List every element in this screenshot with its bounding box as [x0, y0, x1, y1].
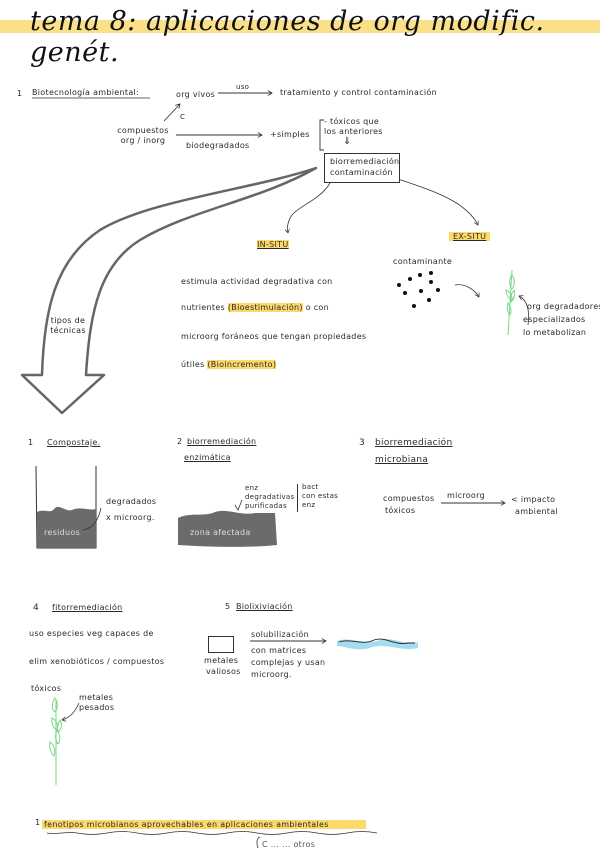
ex-situ-heading: EX-SITU — [449, 232, 491, 241]
title-highlight — [0, 20, 600, 33]
technique-3-number: 3 — [359, 438, 366, 448]
c-arrow — [163, 104, 180, 122]
water-band — [337, 639, 418, 650]
technique-5-number: 5 — [225, 602, 231, 611]
ex-situ-desc1: org degradadores — [527, 302, 600, 311]
enzymatic-divider — [297, 484, 298, 512]
technique-4-title: fitorremediación — [52, 603, 123, 612]
technique-2-title1: biorremediación — [187, 437, 257, 446]
metal-box — [208, 636, 234, 653]
compost-note-line — [82, 507, 102, 531]
technique-4-line1: uso especies veg capaces de — [29, 629, 154, 638]
enzymatic-blob-label: zona afectada — [190, 528, 251, 537]
toxicos-label: - tóxicos que — [324, 117, 380, 126]
phyto-note1: metales — [79, 693, 114, 702]
compuestos-label: compuestos org / inorg — [117, 126, 169, 145]
simples-label: +simples — [270, 130, 310, 139]
biodegradados-label: biodegradados — [186, 141, 250, 150]
technique-4-line2: elim xenobióticos / compuestos — [29, 657, 165, 666]
technique-3-right1: < impacto — [511, 495, 556, 504]
plant-icon-phyto — [49, 697, 62, 785]
enzymatic-check — [234, 499, 243, 511]
plant-icon-exsitu — [505, 269, 516, 336]
section-heading: Biotecnología ambiental: — [32, 88, 140, 97]
in-situ-line2-pre: nutrientes — [181, 303, 226, 312]
enzymatic-note2: degradativas — [245, 493, 295, 501]
enzymatic-side1: bact — [302, 483, 319, 491]
technique-4-number: 4 — [33, 603, 40, 613]
c-label: C — [180, 113, 186, 121]
in-situ-line2-post: o con — [305, 303, 329, 312]
box-line1: biorremediación — [330, 157, 400, 166]
bioleaching-arrow-label: solubilización — [251, 630, 309, 639]
technique-4-line3: tóxicos — [31, 684, 62, 693]
metal-label2: valiosos — [206, 667, 241, 676]
in-situ-line3: microorg foráneos que tengan propiedades — [181, 332, 367, 341]
technique-3-title1: biorremediación — [375, 438, 453, 448]
big-arrow-label: tipos de técnicas — [50, 316, 86, 335]
footer-underline — [46, 831, 378, 835]
in-situ-line1: estimula actividad degradativa con — [181, 277, 333, 286]
enzymatic-side3: enz — [302, 501, 316, 509]
ex-situ-desc3: lo metabolizan — [523, 328, 587, 337]
in-situ-line4-pre: útiles — [181, 360, 205, 369]
contaminante-label: contaminante — [393, 257, 453, 266]
bioleaching-desc2: complejas y usan — [251, 658, 326, 667]
bioincremento-highlight: (Bioincremento) — [207, 360, 277, 369]
technique-3-left1: compuestos — [383, 494, 435, 503]
compost-note2: x microorg. — [106, 513, 155, 522]
in-situ-line2: nutrientes (Bioestimulación) o con — [181, 303, 329, 312]
big-curved-arrow — [20, 166, 318, 415]
section-number: 1 — [17, 89, 23, 98]
technique-3-arrow-label: microorg — [447, 491, 485, 500]
bioleaching-desc1: con matrices — [251, 646, 307, 655]
water-line — [338, 638, 415, 645]
bioleaching-desc3: microorg. — [251, 670, 292, 679]
in-situ-heading: IN-SITU — [257, 240, 289, 249]
footer-section-number: 1 — [35, 818, 41, 827]
enzymatic-side2: con estas — [302, 492, 339, 500]
footer-partial-brace — [256, 836, 261, 848]
box-line2: contaminación — [330, 168, 393, 177]
treatment-label: tratamiento y control contaminación — [280, 88, 437, 97]
technique-2-number: 2 — [177, 437, 183, 446]
down-double-arrow-icon: ⇓ — [343, 136, 352, 147]
biorremediacion-box: biorremediación contaminación — [324, 153, 400, 183]
ex-situ-desc2: especializados — [523, 315, 586, 324]
technique-2-title2: enzimática — [184, 453, 231, 462]
footer-section-heading: fenotipos microbianos aprovechables en a… — [42, 820, 366, 829]
to-exsitu-arrow — [394, 177, 478, 225]
technique-3-title2: microbiana — [375, 455, 429, 465]
technique-3-right2: ambiental — [515, 507, 558, 516]
anteriores-label: los anteriores — [324, 127, 383, 136]
technique-3-left2: tóxicos — [385, 506, 416, 515]
technique-1-title: Compostaje. — [47, 438, 101, 447]
phyto-note2: pesados — [79, 703, 115, 712]
phyto-note-arrow — [62, 702, 80, 720]
compost-blob-label: residuos — [44, 528, 81, 537]
compost-note1: degradados — [106, 497, 157, 506]
exsitu-curve-arrow — [454, 284, 479, 297]
to-insitu-arrow — [287, 182, 331, 233]
page-title: tema 8: aplicaciones de org modific. gen… — [30, 6, 545, 68]
bioestimulacion-highlight: (Bioestimulación) — [227, 303, 303, 312]
technique-5-title: Biolixiviación — [236, 602, 293, 611]
technique-1-number: 1 — [28, 438, 34, 447]
metal-label1: metales — [204, 656, 239, 665]
org-vivos-label: org vivos — [176, 90, 216, 99]
footer-partial-text: C ... ... otros — [262, 840, 316, 849]
enzymatic-note1: enz — [245, 484, 259, 492]
contaminant-dots — [397, 271, 440, 308]
uso-label: uso — [236, 83, 250, 91]
in-situ-line4: útiles (Bioincremento) — [181, 360, 277, 369]
enzymatic-note3: purificadas — [245, 502, 287, 510]
